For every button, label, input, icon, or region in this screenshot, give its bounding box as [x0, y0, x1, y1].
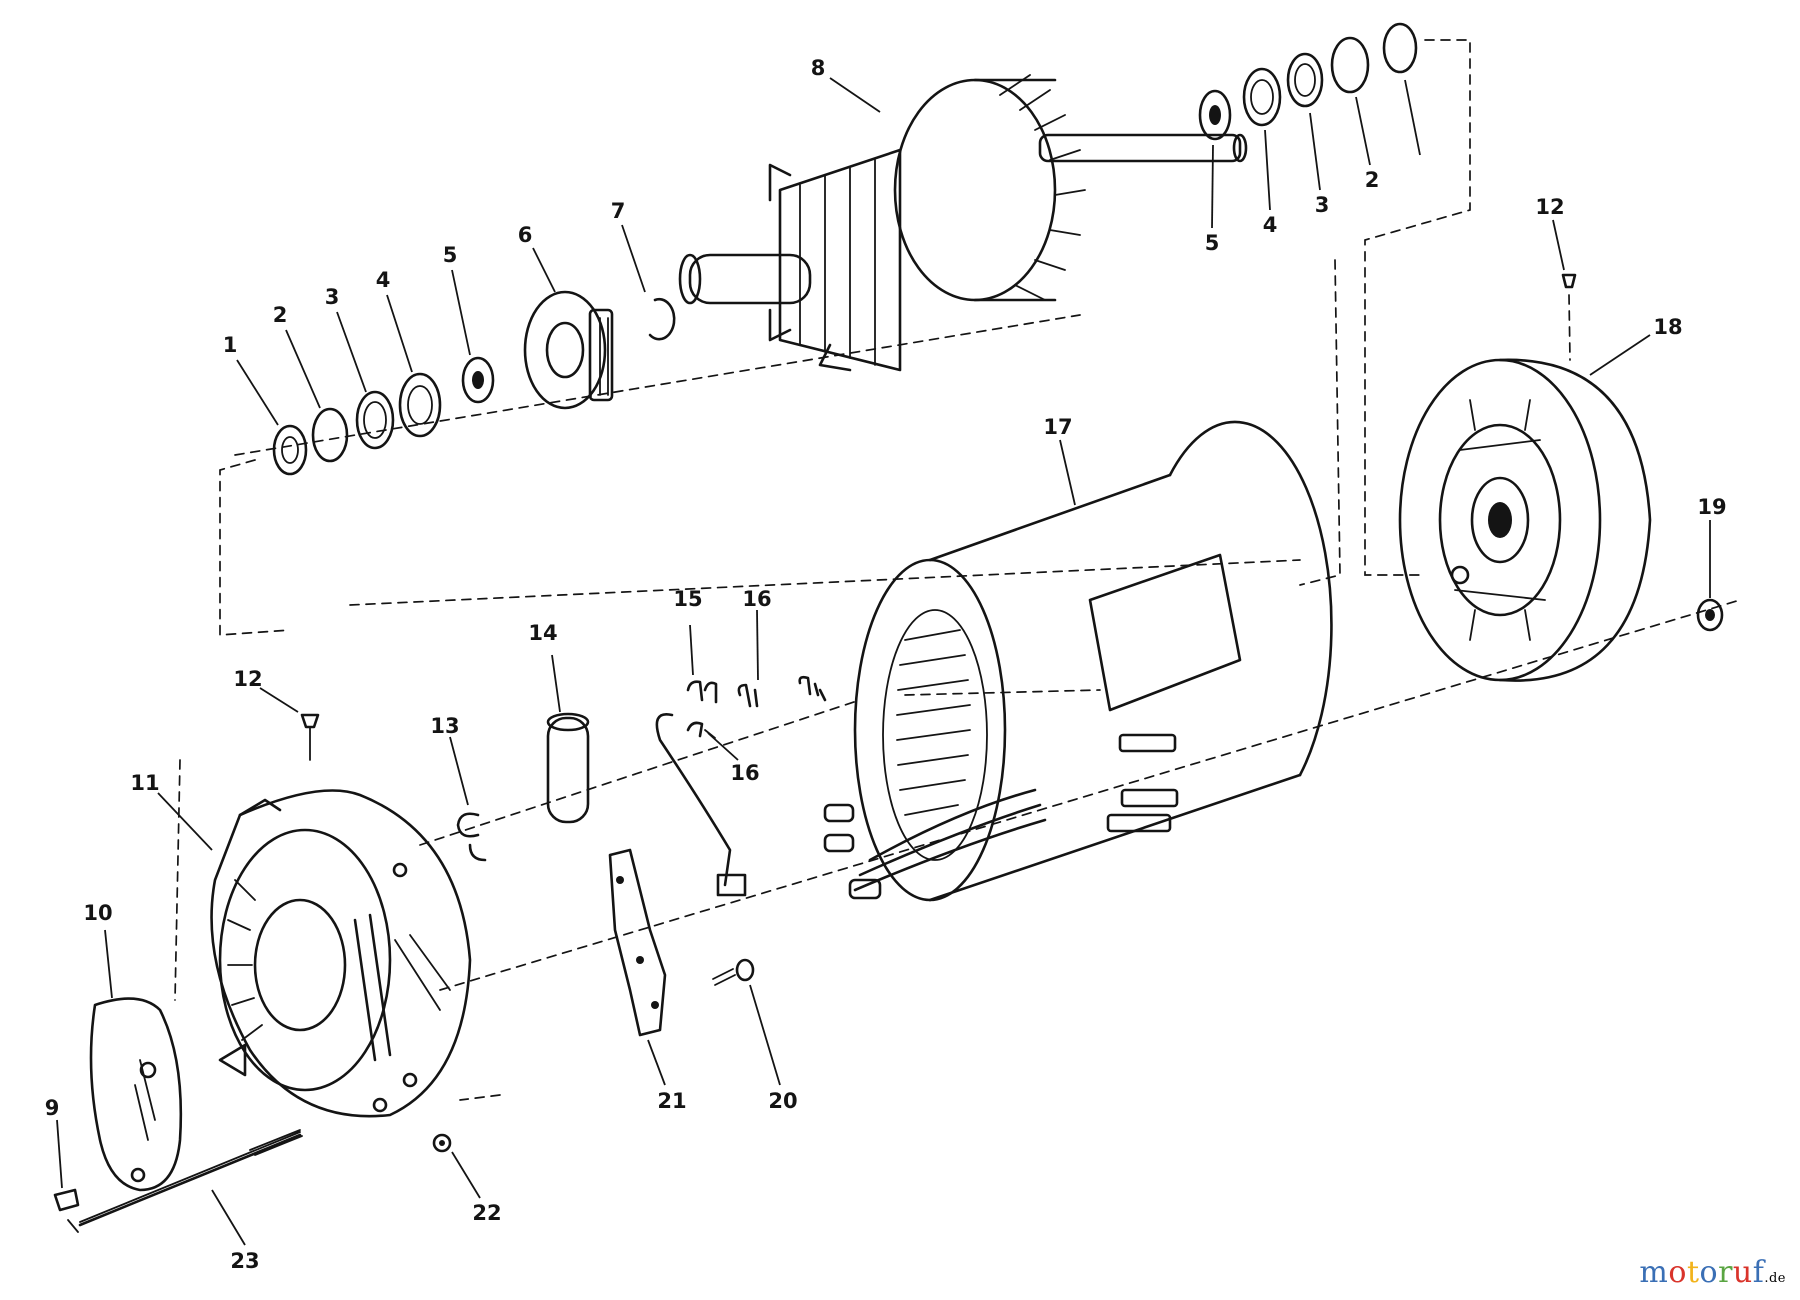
- watermark-letter: u: [1732, 1255, 1753, 1290]
- watermark-letter: o: [1668, 1255, 1687, 1290]
- watermark-logo: motoruf.de: [1639, 1255, 1786, 1290]
- callout-22: 22: [472, 1201, 501, 1225]
- part-18-end-bell: [1398, 358, 1652, 682]
- part-22-nut: [432, 1133, 452, 1153]
- callout-6: 6: [518, 223, 533, 247]
- callout-18: 18: [1653, 315, 1682, 339]
- callout-10: 10: [83, 901, 112, 925]
- callout-11: 11: [130, 771, 159, 795]
- callout-23: 23: [230, 1249, 259, 1273]
- callout-8: 8: [811, 56, 826, 80]
- part-8-rotor: [678, 74, 1248, 372]
- part-15-terminal-clip: [686, 680, 718, 704]
- wire-lead: [655, 713, 747, 897]
- part-9-screw: [53, 1188, 80, 1233]
- watermark-letter: f: [1752, 1255, 1765, 1290]
- part-19-nut: [1696, 598, 1724, 632]
- part-2-spacer-left: [311, 407, 349, 463]
- callout-15: 15: [673, 587, 702, 611]
- callout-labels: 1 2 3 4 5 6 7 8 5 4 3 2 12 18 17 19 15 1…: [45, 56, 1727, 1273]
- part-3-ring-right: [1286, 52, 1324, 108]
- part-17-stator-housing: [823, 420, 1333, 902]
- callout-3-left: 3: [325, 285, 340, 309]
- leader-lines: [56, 77, 1711, 1246]
- part-6-commutator-disc: [523, 290, 614, 410]
- callout-5-right: 5: [1205, 231, 1220, 255]
- part-20-screw: [712, 958, 755, 986]
- part-16-clip-upper: [737, 675, 827, 708]
- callout-9: 9: [45, 1096, 60, 1120]
- callout-7: 7: [611, 199, 626, 223]
- callout-2-right: 2: [1365, 168, 1380, 192]
- part-1-washer: [272, 424, 308, 476]
- callout-16-upper: 16: [742, 587, 771, 611]
- callout-14: 14: [528, 621, 557, 645]
- callout-2-left: 2: [273, 303, 288, 327]
- part-2-spacer-right: [1330, 36, 1370, 94]
- part-4-bearing-right: [1242, 67, 1282, 127]
- callout-4-right: 4: [1263, 213, 1278, 237]
- callout-5-left: 5: [443, 243, 458, 267]
- watermark-letter: m: [1639, 1255, 1669, 1290]
- callout-20: 20: [768, 1089, 797, 1113]
- part-14-capacitor: [546, 712, 590, 824]
- callout-13: 13: [430, 714, 459, 738]
- part-12-screw-front: [300, 713, 320, 761]
- part-2-washer-right-end: [1382, 22, 1418, 74]
- watermark-letter: t: [1686, 1255, 1700, 1290]
- callout-12-front: 12: [233, 667, 262, 691]
- callout-12-rear: 12: [1535, 195, 1564, 219]
- watermark-tld: .de: [1764, 1271, 1786, 1286]
- part-10-cover-plate: [89, 997, 183, 1192]
- part-23-through-bolt: [78, 1129, 303, 1227]
- part-21-switch-plate: [608, 848, 667, 1037]
- part-4-bearing-left: [398, 372, 442, 438]
- callout-4-left: 4: [376, 268, 391, 292]
- watermark-letter: o: [1699, 1255, 1719, 1290]
- part-3-ring-left: [355, 390, 395, 450]
- callout-17: 17: [1043, 415, 1072, 439]
- dashed-guide-lines: [174, 39, 1741, 1101]
- part-12-screw-rear: [1561, 273, 1577, 361]
- part-11-front-end-bell: [210, 789, 472, 1118]
- callout-16-lower: 16: [730, 761, 759, 785]
- callout-21: 21: [657, 1089, 686, 1113]
- part-5-bearing-race-left: [461, 356, 495, 404]
- part-5-bearing-race-right: [1198, 89, 1232, 141]
- callout-19: 19: [1697, 495, 1726, 519]
- part-13-clip: [456, 812, 487, 862]
- callout-1: 1: [223, 333, 238, 357]
- watermark-letter: r: [1718, 1255, 1733, 1290]
- part-7-snap-ring: [648, 297, 676, 341]
- callout-3-right: 3: [1315, 193, 1330, 217]
